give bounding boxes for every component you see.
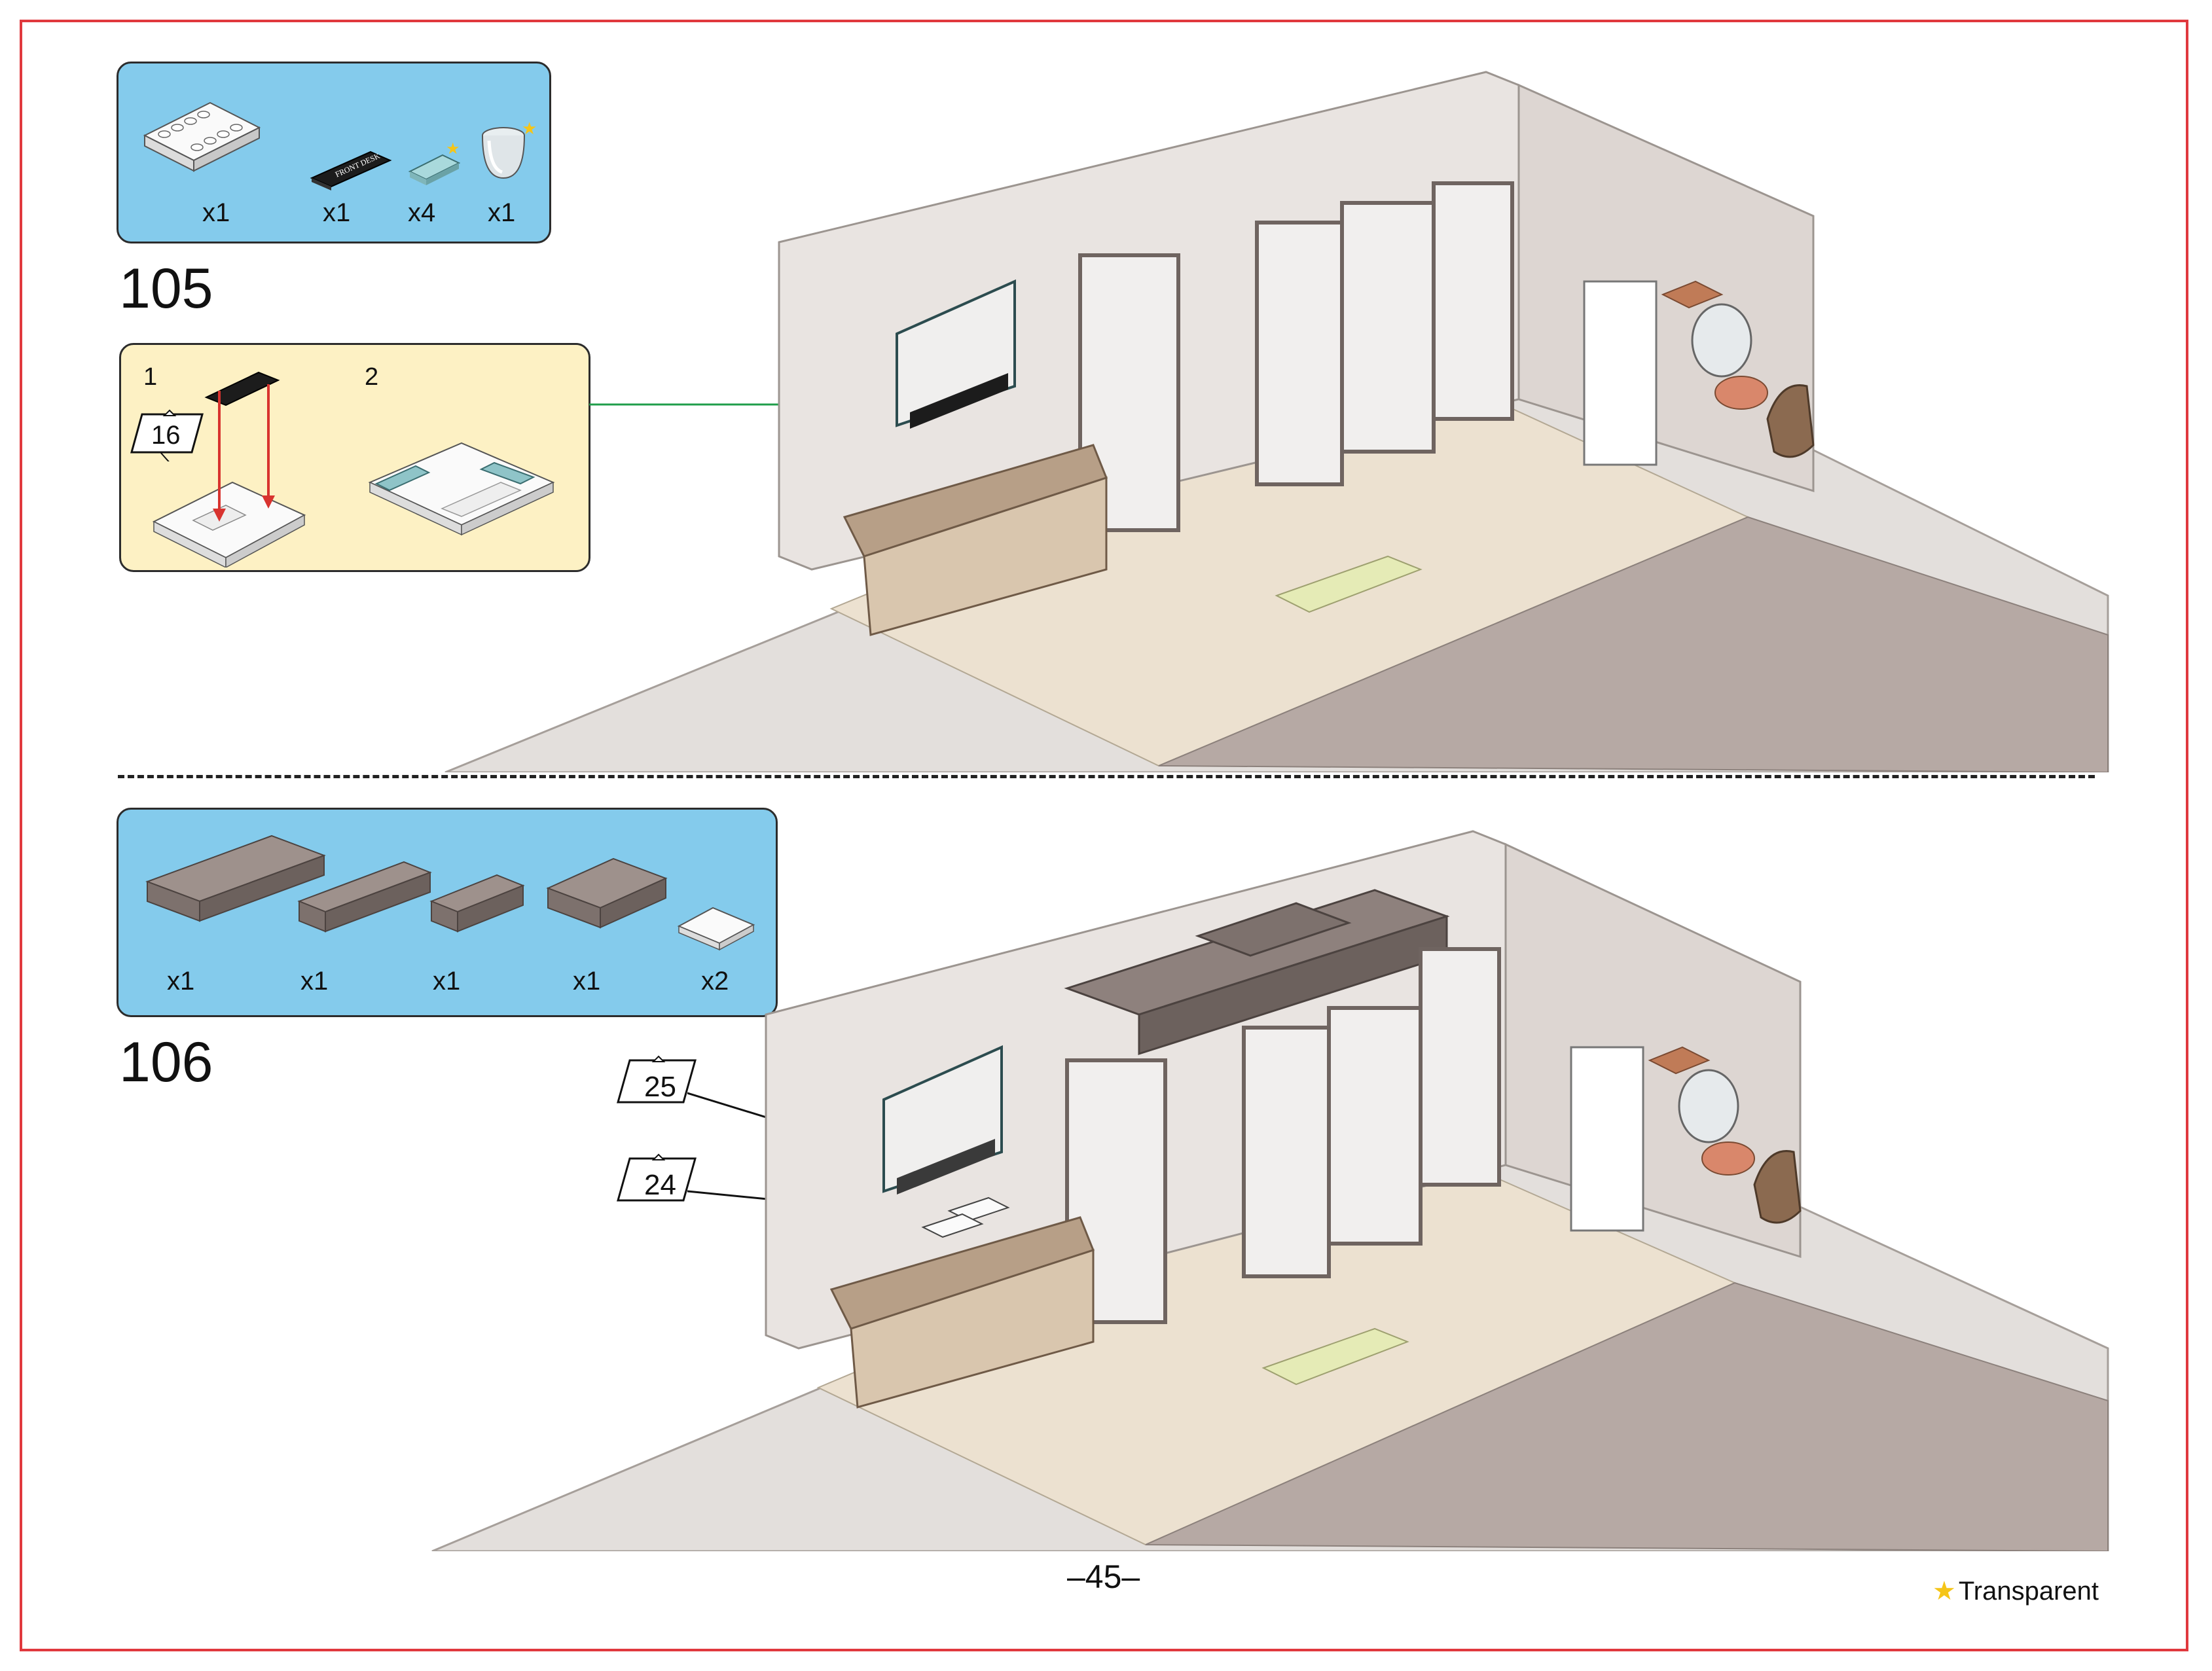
star-icon: ★ xyxy=(1932,1577,1956,1606)
subassembly-step-2 xyxy=(368,442,555,536)
model-illustration-106 xyxy=(431,830,2109,1551)
sub-step-label: 1 xyxy=(143,363,158,391)
part-qty: x2 xyxy=(701,967,729,996)
step-number: 106 xyxy=(119,1031,213,1094)
front-desk-tile-part: FRONT DESK xyxy=(310,151,392,190)
step-number: 105 xyxy=(119,257,213,320)
callout-number: 16 xyxy=(151,421,181,450)
part-qty: x1 xyxy=(202,198,230,227)
model-illustration-105 xyxy=(444,71,2109,772)
part-qty: x4 xyxy=(408,198,436,227)
part-qty: x1 xyxy=(300,967,329,996)
part-qty: x1 xyxy=(573,967,601,996)
dark-grey-brick-2x6-part xyxy=(145,835,326,922)
step-105-subassembly-box: 1 2 16 xyxy=(119,343,590,572)
callout-number: 25 xyxy=(644,1071,676,1103)
dark-grey-brick-1x6-part xyxy=(297,861,432,933)
transparent-star-icon: ★ xyxy=(522,118,537,138)
sub-step-label: 2 xyxy=(365,363,379,391)
step-105-parts-box: x1 FRONT DESK x1 ★ x4 ★ x1 xyxy=(117,62,551,243)
step-106-parts-box: x1 x1 x1 x1 x2 xyxy=(117,808,778,1017)
dark-grey-brick-1x4-part xyxy=(429,874,525,933)
step-divider xyxy=(118,775,2095,778)
callout-number: 24 xyxy=(644,1169,676,1201)
sticker-callout-24 xyxy=(617,1153,697,1202)
part-qty: x1 xyxy=(323,198,351,227)
transparent-tile-part: ★ xyxy=(408,142,461,185)
dark-grey-brick-2x4-part xyxy=(546,857,668,929)
part-qty: x1 xyxy=(488,198,516,227)
page-frame xyxy=(20,20,2188,1651)
part-qty: x1 xyxy=(433,967,461,996)
sticker-callout-16 xyxy=(130,409,204,461)
transparent-dome-part: ★ xyxy=(482,118,537,179)
subassembly-step-1 xyxy=(152,371,306,567)
transparent-legend: ★Transparent xyxy=(1932,1576,2099,1606)
sticker-callout-25 xyxy=(617,1055,697,1104)
transparent-star-icon: ★ xyxy=(446,142,460,158)
legend-text: Transparent xyxy=(1958,1577,2099,1606)
page-number: –45– xyxy=(1067,1558,1140,1595)
white-plate-part xyxy=(143,101,261,172)
white-tile-2x2-part xyxy=(677,907,755,951)
part-qty: x1 xyxy=(167,967,195,996)
